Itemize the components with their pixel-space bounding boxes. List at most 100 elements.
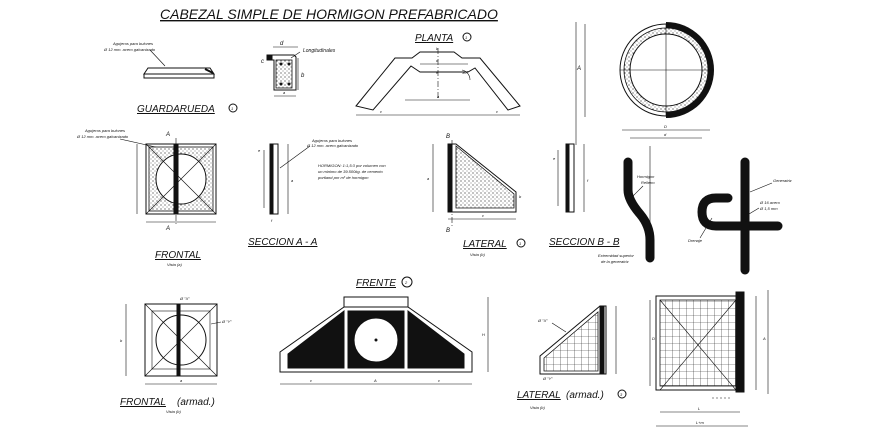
circle-d-label: d [664, 132, 667, 137]
lateral-face [447, 143, 453, 213]
seccion-b-e-label: e [553, 156, 556, 161]
frente-c2-label: c [438, 378, 440, 383]
curved-pipe [623, 157, 655, 263]
malla-diag-2 [659, 299, 737, 391]
frontal-armad-group: b Ø "X" Ø "Y" a FRONTAL (armad.) Vista (… [120, 296, 232, 414]
frente-outline [279, 306, 473, 373]
frontal-armad-outer [144, 303, 218, 377]
frontal-vista: Vista (a) [167, 262, 182, 267]
frontal-armad-y-label: Ø "Y" [221, 319, 232, 324]
frontal-cut-bar [173, 143, 179, 215]
frontal-outer-square [145, 143, 217, 215]
bar-dot-4 [287, 82, 291, 86]
frente-h-label: H [482, 332, 485, 337]
seccion-a-group: Agujeros para bulones Ø 12 mm. acero gal… [248, 138, 411, 248]
frente-right-wing [407, 309, 465, 369]
relleno-leader [632, 185, 644, 197]
seccion-a-f-label: f [271, 218, 273, 223]
frontal-armad-diag-2 [144, 303, 218, 377]
malla-flange [735, 291, 745, 393]
guardarueda-body [143, 73, 215, 79]
circle-D-label: D [664, 124, 667, 129]
frontal-armad-suffix: (armad.) [177, 397, 215, 408]
conexion-group: Hormigon Relleno Extremidad superior de … [598, 146, 792, 275]
acero-label-2: Ø 1,5 mm [759, 206, 778, 211]
frontal-armad-b-label: b [120, 338, 123, 343]
malla-D-label: D [652, 336, 655, 341]
frente-c1-label: c [310, 378, 312, 383]
frontal-group: Agujeros para bulones Ø 12 mm. acero gal… [76, 128, 217, 267]
frente-title: FRENTE [356, 278, 396, 289]
frontal-armad-bar [176, 303, 181, 377]
generatriz-label: Generatriz [773, 178, 792, 183]
planta-c-label: c [380, 109, 382, 114]
planta-outline [355, 51, 521, 111]
planta-d-label: d [436, 58, 439, 63]
seccion-a-title: SECCION A - A [248, 237, 318, 248]
planta-num-circle [462, 32, 472, 42]
extremidad-label-2: de la generatriz [601, 259, 629, 264]
guardarueda-section [271, 54, 297, 91]
frontal-leader [119, 138, 161, 149]
frontal-title: FRONTAL [155, 250, 201, 261]
tee-hook-branch [697, 193, 750, 231]
seccion-a-a-label: a [291, 178, 294, 183]
lateral-b-label: b [519, 194, 522, 199]
lateral-armad-vista: Vista (b) [530, 405, 545, 410]
lateral-c-label: c [482, 213, 484, 218]
guardarueda-longitudinales: Longitudinales [303, 48, 336, 54]
planta-group: PLANTA 1 b d e 30° a c c [355, 32, 521, 116]
lateral-armad-x-leader [551, 322, 567, 333]
bar-dot-3 [279, 82, 283, 86]
lateral-group: B a b c B LATERAL 1 Vista (b) [427, 134, 526, 257]
malla-group: D A L L+m [649, 290, 769, 427]
guardarueda-c-label: c [261, 59, 264, 65]
guardarueda-num-circle [228, 103, 238, 113]
frontal-armad-title: FRONTAL [120, 397, 166, 408]
planta-e-label: e [436, 70, 439, 75]
frente-left-wing [287, 309, 345, 369]
lateral-B-bottom: B [446, 228, 450, 234]
sheet-title: CABEZAL SIMPLE DE HORMIGON PREFABRICADO [160, 6, 498, 22]
seccion-b-group: e f SECCION B - B [549, 143, 620, 248]
frontal-armad-a-label: a [180, 378, 183, 383]
frontal-armad-x-label: Ø "X" [179, 296, 190, 301]
seccion-b-f-label: f [587, 178, 589, 183]
malla-L-label: L [698, 406, 700, 411]
circular-section-group: A D d [576, 18, 714, 139]
lateral-armad-suffix: (armad.) [566, 390, 604, 401]
frontal-armad-inner [151, 310, 211, 370]
guardarueda-note-1: Agujeros para bulones [112, 41, 153, 46]
frontal-armad-vista: Vista (b) [166, 409, 181, 414]
lateral-title: LATERAL [463, 239, 507, 250]
frente-pipe-center [374, 338, 378, 342]
guardarueda-end-mark [204, 68, 214, 74]
frontal-A-top: A [165, 132, 170, 138]
frente-group: FRENTE 2 c A c H [279, 276, 489, 385]
seccion-a-leader [279, 145, 311, 169]
bar-dot-2 [287, 62, 291, 66]
guardarueda-section-fill [275, 59, 293, 89]
planta-c-label-2: c [496, 109, 498, 114]
guardarueda-group: Agujeros para bulones Ø 12 mm. acero gal… [103, 41, 336, 115]
frontal-diag-2 [145, 143, 217, 215]
frontal-note-2: Ø 12 mm. acero galvanizado [76, 134, 129, 139]
frontal-armad-y-leader [210, 321, 222, 325]
lateral-armad-title: LATERAL [517, 390, 561, 401]
lateral-B-top: B [446, 134, 450, 140]
planta-angle-label: 30° [462, 70, 468, 75]
guardarueda-title: GUARDARUEDA [137, 104, 215, 115]
seccion-b-title: SECCION B - B [549, 237, 620, 248]
planta-title: PLANTA [415, 33, 453, 44]
lateral-num: 1 [519, 241, 521, 246]
frente-num: 2 [404, 280, 408, 285]
planta-angle-arc [461, 69, 471, 81]
malla-Lm-label: L+m [696, 420, 705, 425]
generatriz-leader [749, 182, 773, 193]
planta-b-label: b [436, 46, 439, 51]
hormigon-note-2: un minimo de 39.500kg. de cemento [318, 169, 383, 174]
lateral-armad-x-label: Ø "X" [537, 318, 548, 323]
planta-a-label: a [437, 94, 440, 99]
relleno-label: Relleno [641, 180, 655, 185]
